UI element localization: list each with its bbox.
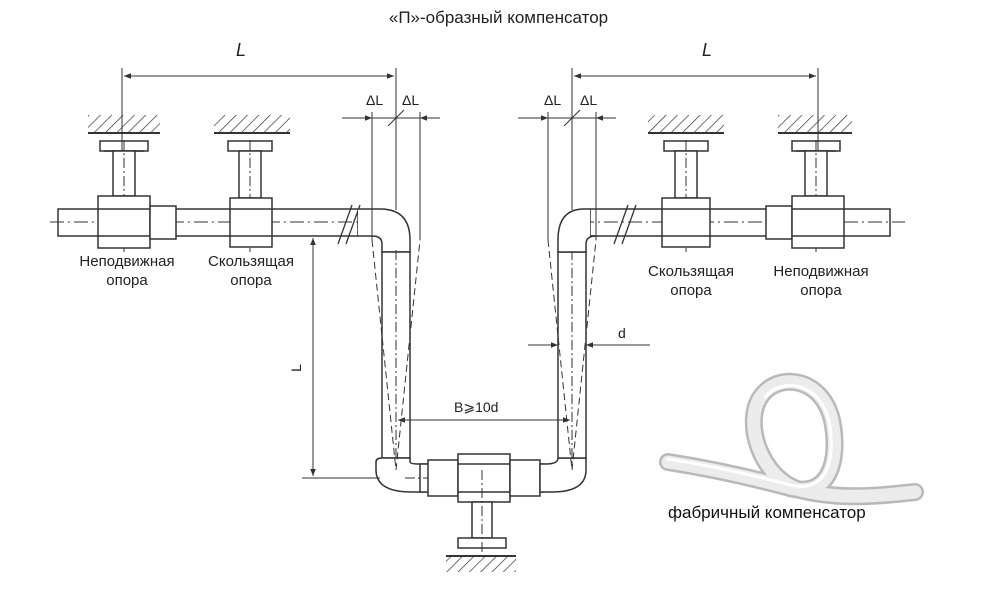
label-line: опора [670, 282, 712, 299]
label-fixed-support-left: Неподвижная опора [62, 252, 192, 290]
u-loop-compensator [358, 208, 597, 572]
label-line: Неподвижная [79, 253, 175, 270]
dim-length-left: L [236, 40, 247, 60]
dim-delta-l-4: ΔL [580, 92, 598, 108]
dim-delta-l-2: ΔL [402, 92, 420, 108]
sliding-support-right [648, 115, 724, 252]
sliding-support-left [214, 115, 290, 252]
label-line: Скользящая [208, 253, 294, 270]
dim-width-min: B⩾10d [454, 399, 499, 415]
dim-delta-l-3: ΔL [544, 92, 562, 108]
dim-pipe-diameter: d [618, 325, 626, 341]
factory-compensator-caption: фабричный компенсатор [668, 503, 866, 522]
fixed-support-right [765, 115, 852, 252]
dimension-lines [121, 68, 819, 479]
diagram-title: «П»-образный компенсатор [388, 8, 609, 27]
right-horizontal-pipe [580, 204, 905, 245]
label-sliding-support-right: Скользящая опора [632, 262, 750, 300]
label-line: Скользящая [648, 263, 734, 280]
fixed-support-left [88, 115, 177, 252]
label-line: опора [800, 282, 842, 299]
label-sliding-support-left: Скользящая опора [192, 252, 310, 290]
factory-compensator-image [659, 372, 924, 506]
dim-length-right: L [702, 40, 713, 60]
dim-length-vertical: L [287, 364, 304, 372]
label-line: Неподвижная [773, 263, 869, 280]
dim-delta-l-1: ΔL [366, 92, 384, 108]
label-line: опора [106, 272, 148, 289]
label-fixed-support-right: Неподвижная опора [756, 262, 886, 300]
label-line: опора [230, 272, 272, 289]
